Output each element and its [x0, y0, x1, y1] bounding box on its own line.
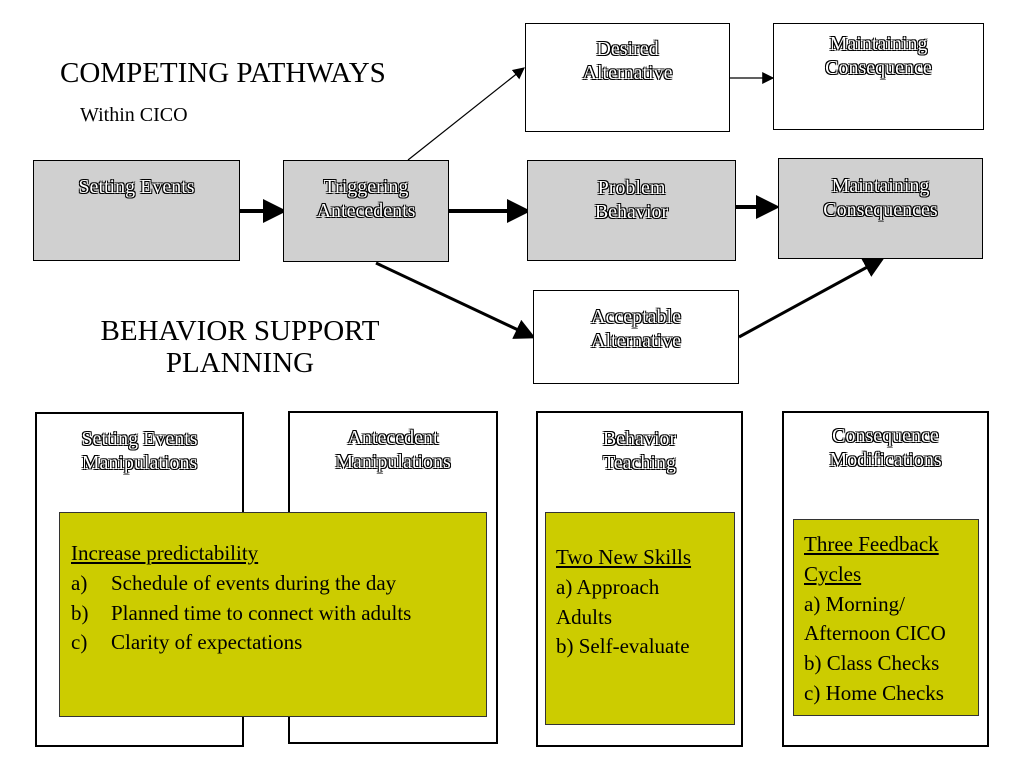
note-skills-heading: Two New Skills — [556, 545, 692, 569]
list-item: a) Approach — [556, 574, 660, 599]
box-triggering-antecedents: Triggering Antecedents — [283, 160, 449, 262]
list-item: Adults — [556, 604, 613, 629]
list-item: b) Self-evaluate — [556, 634, 690, 659]
note-two-new-skills: Two New Skills a) Approach Adults b) Sel… — [545, 512, 735, 725]
box-maintaining-consequences: Maintaining Consequences — [778, 158, 983, 259]
arrow-acceptable-to-consequences — [738, 257, 885, 339]
note-increase-predictability: Increase predictability a)Schedule of ev… — [59, 512, 487, 717]
section-title-line1: BEHAVIOR SUPPORT — [100, 315, 380, 347]
page-title: COMPETING PATHWAYS — [60, 57, 386, 89]
note-feedback-heading-line2: Cycles — [804, 561, 862, 586]
list-item: b)Planned time to connect with adults — [71, 600, 412, 625]
section-title-line2: PLANNING — [165, 346, 315, 379]
arrow-triggering-to-desired — [407, 67, 525, 161]
note-predictability-heading: Increase predictability — [71, 541, 259, 565]
page-subtitle: Within CICO — [80, 104, 188, 126]
list-item: Afternoon CICO — [804, 621, 946, 646]
box-maintaining-consequence: Maintaining Consequence — [773, 23, 984, 130]
box-setting-events: Setting Events — [33, 160, 240, 261]
predictability-list: a)Schedule of events during the day b)Pl… — [71, 569, 476, 658]
note-feedback-heading-line1: Three Feedback — [804, 532, 939, 556]
box-problem-behavior: Problem Behavior — [527, 160, 736, 261]
list-item: c)Clarity of expectations — [71, 630, 303, 655]
arrow-triggering-to-acceptable — [375, 261, 536, 339]
list-item: b) Class Checks — [804, 651, 940, 676]
note-three-feedback-cycles: Three Feedback Cycles a) Morning/ Aftern… — [793, 519, 979, 716]
section-title: BEHAVIOR SUPPORT PLANNING — [60, 315, 420, 380]
list-item: a)Schedule of events during the day — [71, 570, 397, 595]
list-item: c) Home Checks — [804, 681, 944, 706]
box-acceptable-alternative: Acceptable Alternative — [533, 290, 739, 384]
list-item: a) Morning/ — [804, 591, 905, 616]
box-desired-alternative: Desired Alternative — [525, 23, 730, 132]
